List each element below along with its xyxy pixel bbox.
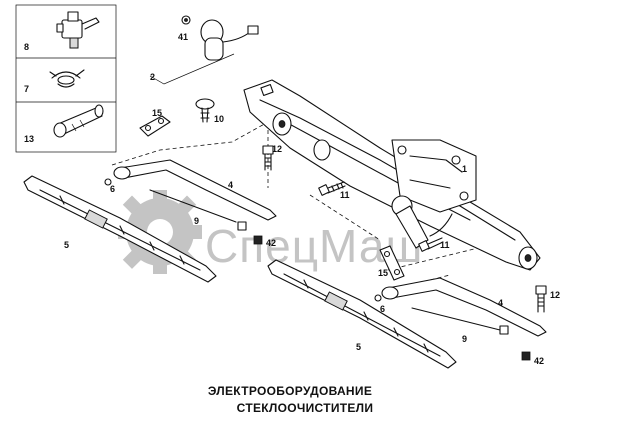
gasket-part-upper <box>139 115 171 137</box>
wiper-motor-part <box>149 15 259 85</box>
callout-5-left: 5 <box>64 240 69 250</box>
callout-8: 8 <box>24 42 29 52</box>
wiper-blade-right <box>267 259 457 369</box>
screw-part-lower <box>418 237 444 252</box>
callout-12-lower: 12 <box>550 290 560 300</box>
callout-1: 1 <box>462 164 467 174</box>
callout-12-upper: 12 <box>272 144 282 154</box>
push-pin-part <box>195 98 215 123</box>
callout-13: 13 <box>24 134 34 144</box>
callout-11-lower: 11 <box>440 240 450 250</box>
connector-part <box>53 104 104 138</box>
gasket-part-lower <box>379 245 405 281</box>
diagram-title-line1: ЭЛЕКТРООБОРУДОВАНИЕ <box>207 384 373 398</box>
callout-6-lower: 6 <box>380 304 385 314</box>
bolt-part-lower <box>535 285 547 313</box>
diagram-title-line2: СТЕКЛООЧИСТИТЕЛИ <box>236 401 374 415</box>
callout-6-upper: 6 <box>110 184 115 194</box>
washer-pump-part <box>56 11 100 49</box>
parts-box-column <box>15 4 117 153</box>
callout-15-lower: 15 <box>378 268 388 278</box>
callout-9-lower: 9 <box>462 334 467 344</box>
callout-42-lower: 42 <box>534 356 544 366</box>
wiper-arm-right <box>374 277 547 361</box>
callout-4-upper: 4 <box>228 180 233 190</box>
linkage-frame-part <box>243 79 541 271</box>
callout-11-upper: 11 <box>340 190 350 200</box>
callout-10: 10 <box>214 114 224 124</box>
screw-part-upper <box>318 181 346 196</box>
hose-clip-part <box>49 69 85 88</box>
callout-41: 41 <box>178 32 188 42</box>
callout-7: 7 <box>24 84 29 94</box>
callout-5-right: 5 <box>356 342 361 352</box>
callout-42-upper: 42 <box>266 238 276 248</box>
callout-labels: 1 2 4 4 5 5 6 6 7 8 9 9 10 11 11 12 12 1… <box>24 32 560 366</box>
wiper-blade-left <box>23 175 217 283</box>
bolt-part-upper <box>262 145 274 171</box>
callout-9-upper: 9 <box>194 216 199 226</box>
callout-15-upper: 15 <box>152 108 162 118</box>
callout-2: 2 <box>150 72 155 82</box>
callout-4-lower: 4 <box>498 298 503 308</box>
wiper-arm-left <box>104 159 277 245</box>
